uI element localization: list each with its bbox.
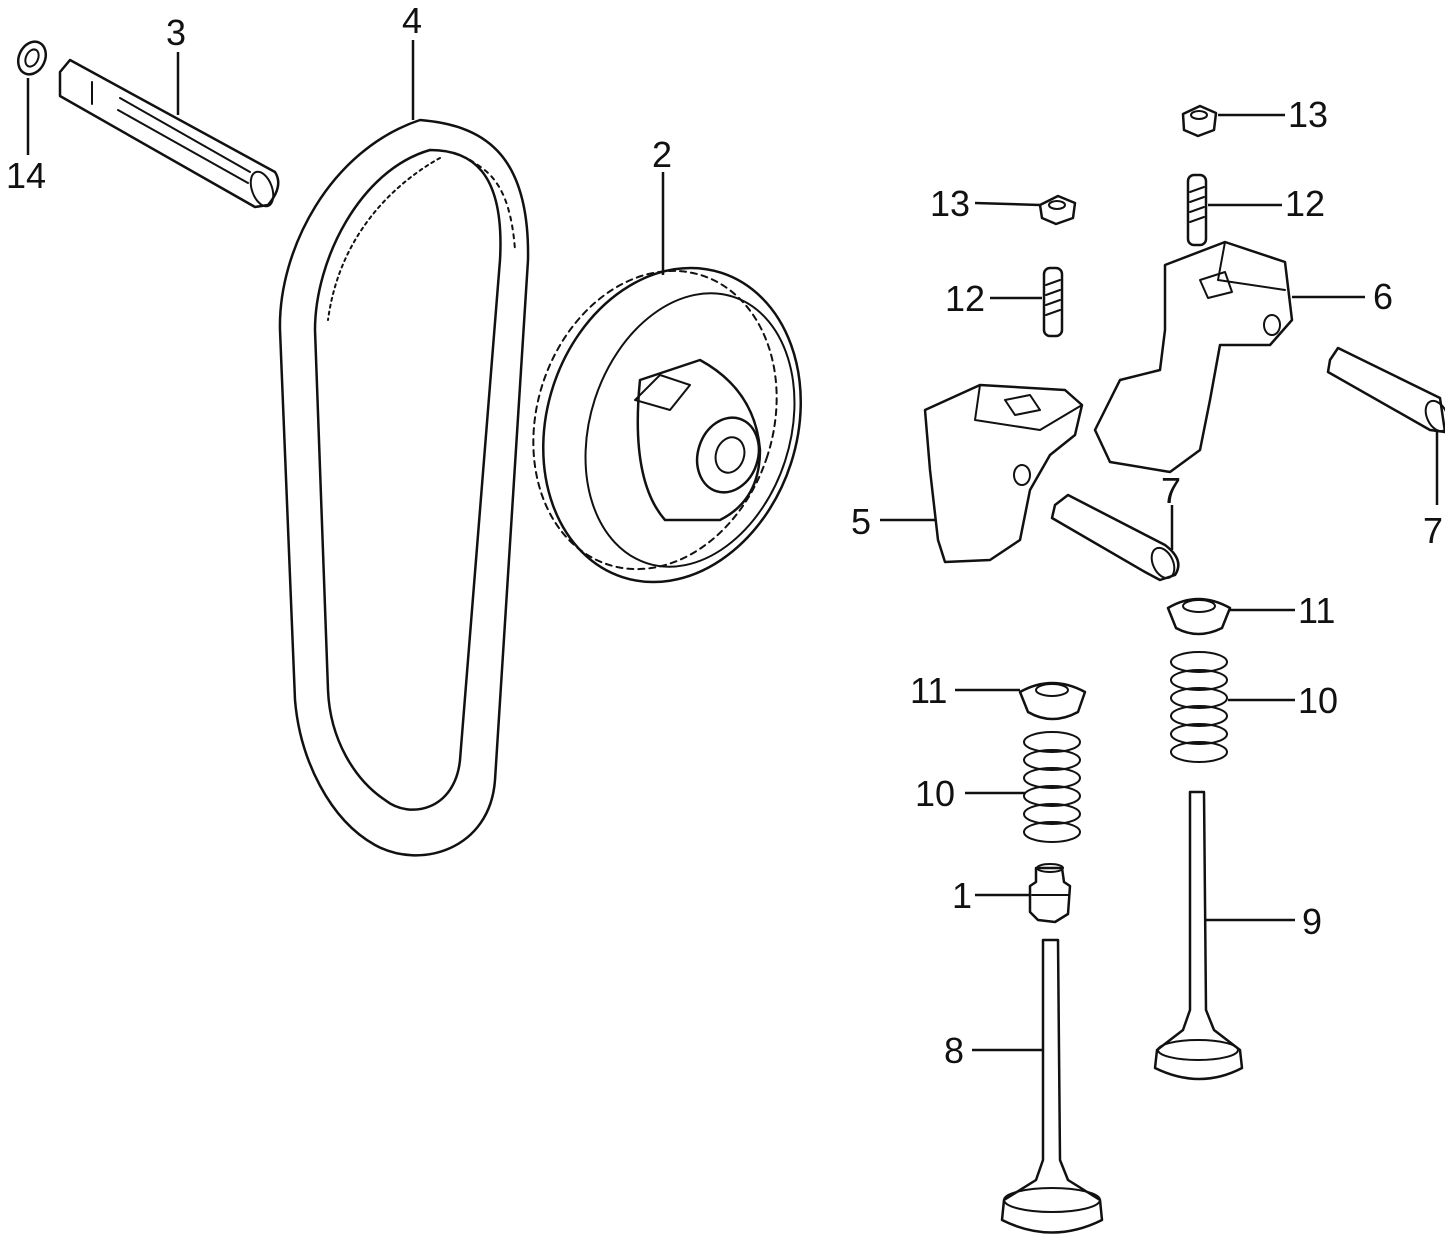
callout-3: 3 <box>166 12 186 53</box>
part-4-timing-belt <box>278 118 530 857</box>
part-12-screw-b <box>1186 173 1208 247</box>
callout-9: 9 <box>1302 901 1322 942</box>
callout-labels: 14 3 4 2 13 13 12 12 6 5 7 7 11 11 10 10… <box>6 0 1443 1071</box>
part-13-nut-b <box>1181 104 1218 138</box>
part-13-nut-a <box>1038 194 1077 226</box>
callout-12-left: 12 <box>945 278 985 319</box>
part-2-camshaft-pulley <box>532 266 803 584</box>
callout-12-right: 12 <box>1285 183 1325 224</box>
part-11-retainer-b <box>1018 681 1087 721</box>
part-14-washer <box>16 40 48 76</box>
callout-10-right: 10 <box>1298 680 1338 721</box>
callout-6: 6 <box>1373 276 1393 317</box>
part-9-valve <box>1153 790 1244 1081</box>
callout-7-center: 7 <box>1161 470 1181 511</box>
callout-7-right: 7 <box>1423 510 1443 551</box>
callout-14: 14 <box>6 155 46 196</box>
part-1-valve-stem-seal <box>1028 863 1072 924</box>
callout-11-left: 11 <box>910 670 947 711</box>
callout-10-left: 10 <box>915 773 955 814</box>
part-10-valve-spring-a <box>1170 651 1228 763</box>
part-3-shaft <box>58 58 280 209</box>
part-5-rocker-arm <box>923 383 1084 564</box>
leader-lines <box>26 40 1439 1052</box>
callout-11-right: 11 <box>1298 590 1335 631</box>
callout-4: 4 <box>402 0 422 41</box>
part-11-retainer-a <box>1166 597 1232 636</box>
callout-13-left: 13 <box>930 183 970 224</box>
callout-2: 2 <box>652 134 672 175</box>
part-10-valve-spring-b <box>1023 731 1081 843</box>
callout-1: 1 <box>952 875 972 916</box>
part-12-screw-a <box>1042 266 1064 338</box>
part-6-rocker-arm <box>1093 240 1294 474</box>
callout-5: 5 <box>851 501 871 542</box>
leader-13a <box>974 201 1041 207</box>
part-7-rocker-shaft-b <box>1326 346 1445 434</box>
part-8-valve <box>1000 938 1104 1234</box>
part-7-rocker-shaft-a <box>1050 493 1180 582</box>
callout-8: 8 <box>944 1030 964 1071</box>
callout-13-right: 13 <box>1288 94 1328 135</box>
